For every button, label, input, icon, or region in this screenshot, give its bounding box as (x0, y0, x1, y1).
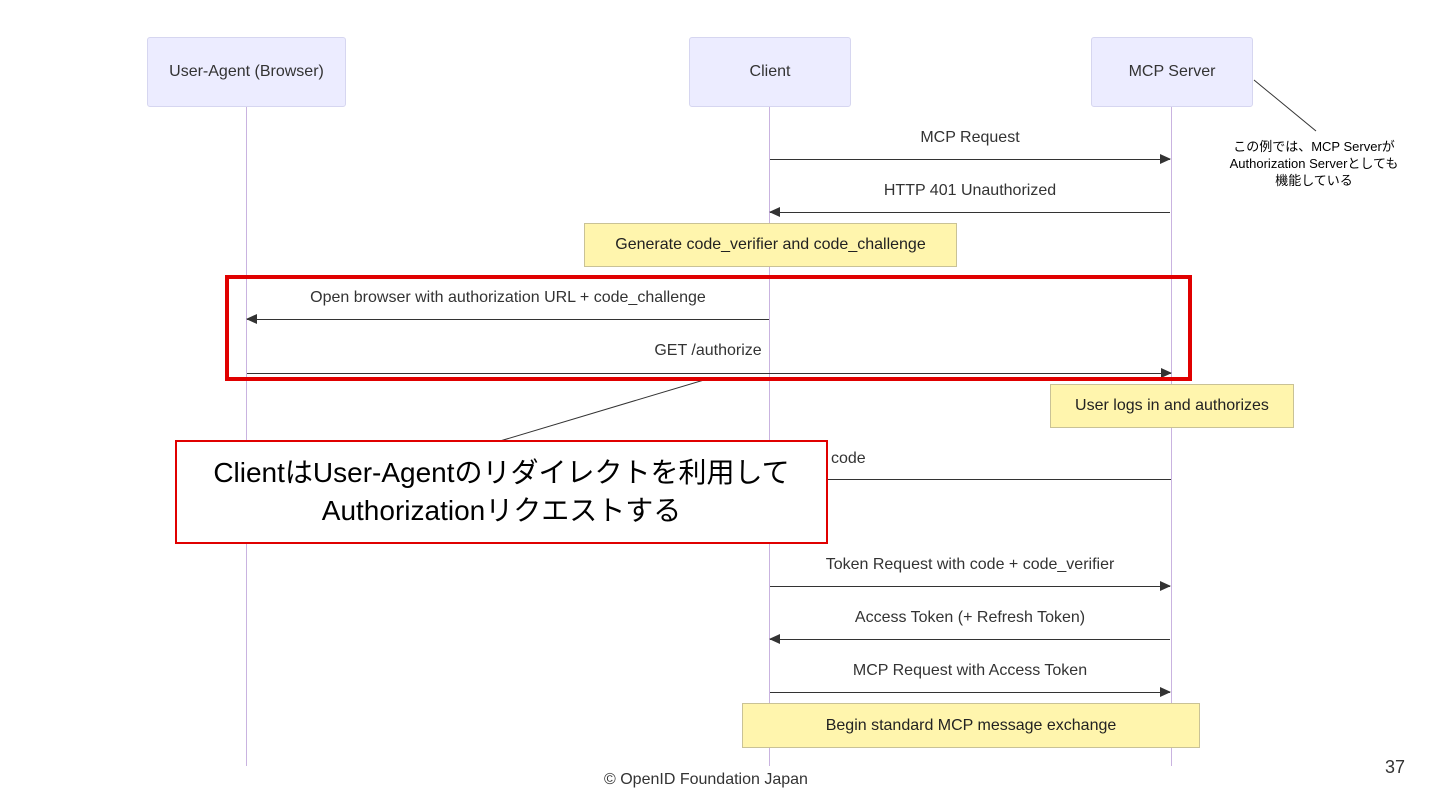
callout-box: ClientはUser-Agentのリダイレクトを利用して Authorizat… (175, 440, 828, 544)
message-label-mcp-request-token: MCP Request with Access Token (852, 662, 1088, 679)
actor-client: Client (689, 37, 851, 107)
message-arrow-http-401 (769, 207, 1170, 217)
message-arrow-mcp-request-token (770, 687, 1171, 697)
message-label-token-request: Token Request with code + code_verifier (825, 556, 1115, 573)
note-generate-pkce: Generate code_verifier and code_challeng… (584, 223, 957, 267)
message-arrow-access-token (769, 634, 1170, 644)
message-arrow-get-authorize (247, 368, 1172, 378)
callout-leader-line (499, 379, 705, 442)
message-arrow-code (826, 479, 1171, 480)
message-label-http-401: HTTP 401 Unauthorized (883, 182, 1057, 199)
message-label-code: code (831, 450, 866, 467)
message-label-access-token: Access Token (+ Refresh Token) (854, 609, 1086, 626)
page-number: 37 (1385, 757, 1406, 777)
message-label-get-authorize: GET /authorize (654, 342, 762, 359)
message-label-mcp-request: MCP Request (920, 129, 1020, 146)
annotation-line-1: この例では、MCP Serverが (1233, 139, 1395, 154)
annotation-line-2: Authorization Serverとしても (1229, 156, 1399, 171)
message-arrow-mcp-request (770, 154, 1171, 164)
message-arrow-token-request (770, 581, 1171, 591)
callout-line-2: Authorizationリクエストする (321, 495, 682, 526)
callout-line-1: ClientはUser-Agentのリダイレクトを利用して (213, 457, 790, 488)
lifeline-mcp-server (1171, 106, 1172, 766)
annotation-leader-line (1253, 79, 1317, 132)
footer-copyright: © OpenID Foundation Japan (604, 771, 808, 788)
annotation-line-3: 機能している (1275, 173, 1353, 188)
actor-mcp-server: MCP Server (1091, 37, 1253, 107)
message-arrow-open-browser (246, 314, 769, 324)
message-label-open-browser: Open browser with authorization URL + co… (310, 289, 706, 306)
actor-user-agent: User-Agent (Browser) (147, 37, 346, 107)
lifeline-client (769, 106, 770, 766)
note-begin-exchange: Begin standard MCP message exchange (742, 703, 1200, 748)
note-user-logs-in: User logs in and authorizes (1050, 384, 1294, 428)
highlight-box (225, 275, 1192, 381)
lifeline-user-agent (246, 106, 247, 766)
mcp-server-annotation: この例では、MCP Serverが Authorization Serverとし… (1206, 138, 1422, 189)
